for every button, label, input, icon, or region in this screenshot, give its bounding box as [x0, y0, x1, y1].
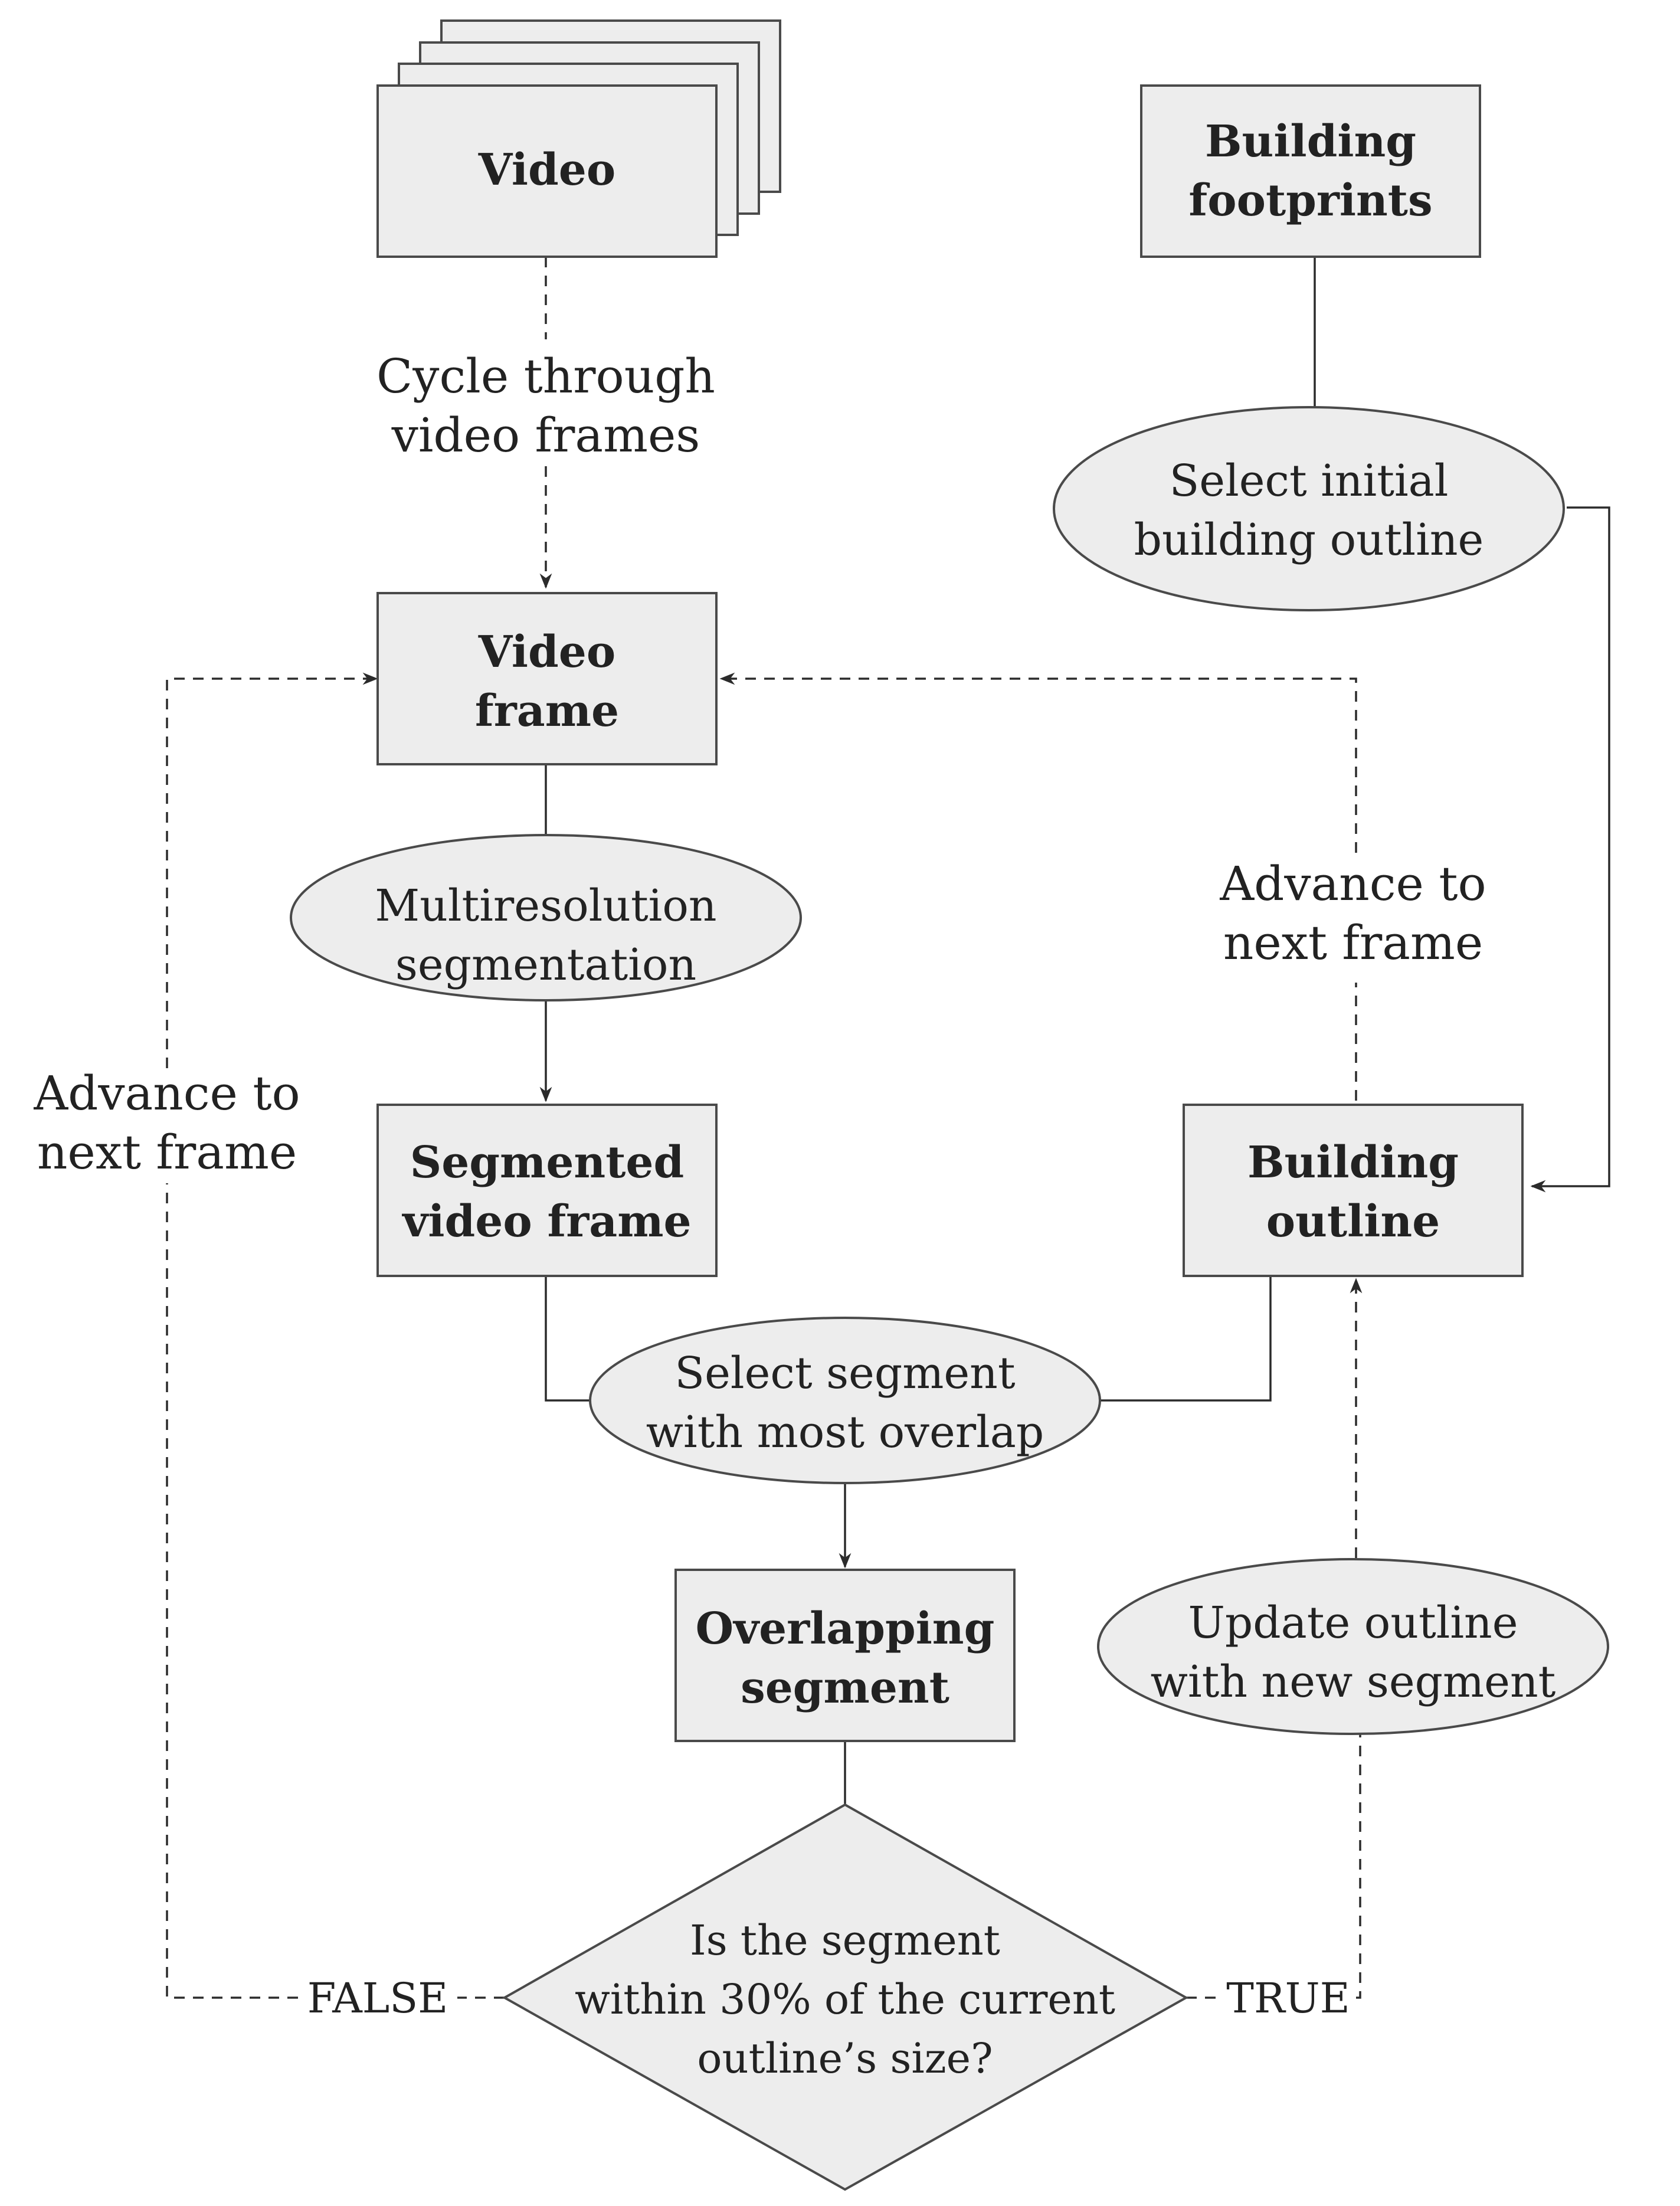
video-node: Video — [376, 19, 781, 258]
advance-left-label-2: next frame — [37, 1125, 297, 1180]
update-outline-node: Update outline with new segment — [1097, 1558, 1609, 1735]
decision-label-3: outline’s size? — [697, 2034, 993, 2083]
select-initial-outline-node: Select initial building outline — [1053, 406, 1565, 611]
overlapping-label-1: Overlapping — [696, 1603, 995, 1654]
update-outline-label-1: Update outline — [1188, 1598, 1518, 1648]
advance-right-label-1: Advance to — [1219, 856, 1486, 911]
overlapping-label-2: segment — [741, 1662, 949, 1713]
overlapping-segment-node: Overlapping segment — [674, 1569, 1016, 1742]
select-segment-label-2: with most overlap — [646, 1407, 1044, 1458]
edge-true-b — [1356, 1732, 1361, 1999]
segmented-label-1: Segmented — [410, 1137, 684, 1188]
multires-label-2: segmentation — [395, 940, 696, 990]
edge-segmented-to-select-seg — [545, 1276, 593, 1402]
multires-label-1: Multiresolution — [375, 881, 716, 931]
edge-select-initial-to-outline — [1530, 506, 1610, 1193]
footprints-label-2: footprints — [1188, 175, 1432, 226]
building-footprints-node: Building footprints — [1140, 84, 1481, 258]
select-initial-label-2: building outline — [1134, 515, 1484, 565]
video-frame-node: Video frame — [376, 592, 718, 765]
segmented-label-2: video frame — [401, 1196, 691, 1247]
true-label: TRUE — [1226, 1974, 1350, 2022]
cycle-label-1: Cycle through — [376, 349, 715, 404]
select-segment-node: Select segment with most overlap — [589, 1317, 1101, 1484]
decision-node: Is the segment within 30% of the current… — [502, 1803, 1189, 2191]
edge-false-b — [166, 1183, 298, 1999]
footprints-label-1: Building — [1205, 116, 1416, 167]
decision-label-1: Is the segment — [690, 1916, 1000, 1965]
building-outline-label-2: outline — [1266, 1196, 1440, 1247]
false-label: FALSE — [307, 1974, 448, 2022]
advance-left-label-1: Advance to — [33, 1066, 300, 1121]
video-frame-label-2: frame — [475, 686, 619, 737]
building-outline-node: Building outline — [1183, 1104, 1524, 1277]
video-frame-label-1: Video — [478, 627, 615, 677]
select-segment-label-1: Select segment — [674, 1348, 1015, 1399]
multiresolution-node: Multiresolution segmentation — [290, 834, 802, 1001]
edge-outline-advance-b — [719, 672, 1357, 853]
advance-right-label-2: next frame — [1223, 915, 1483, 970]
cycle-label-2: video frames — [391, 408, 700, 463]
segmented-frame-node: Segmented video frame — [376, 1104, 718, 1277]
select-initial-label-1: Select initial — [1170, 456, 1449, 506]
decision-label-2: within 30% of the current — [575, 1975, 1115, 2024]
video-label: Video — [478, 145, 615, 195]
edge-outline-to-select-seg — [1098, 1276, 1272, 1402]
edge-false-c — [166, 672, 378, 1068]
building-outline-label-1: Building — [1247, 1137, 1459, 1188]
update-outline-label-2: with new segment — [1151, 1657, 1556, 1707]
